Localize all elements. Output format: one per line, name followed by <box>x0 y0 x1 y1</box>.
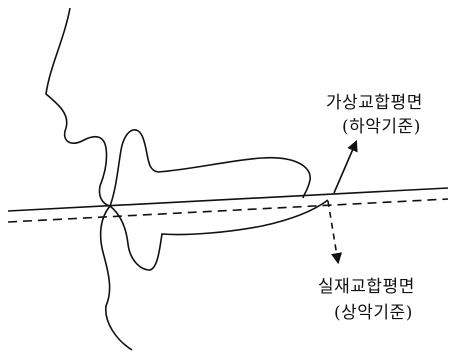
upper-jaw-outline <box>110 130 310 206</box>
virtual-plane-arrow <box>334 142 356 193</box>
virtual-occlusal-plane-line <box>8 188 448 211</box>
actual-occlusal-plane-line <box>8 199 448 222</box>
virtual-basis-label: (하악기준) <box>342 117 421 137</box>
face-profile-upper <box>46 8 110 206</box>
actual-plane-arrow <box>328 201 338 262</box>
actual-basis-label: (상악기준) <box>334 303 413 323</box>
virtual-plane-label: 가상교합평면 <box>326 93 423 113</box>
lower-jaw-outline <box>101 206 132 350</box>
actual-plane-label: 실재교합평면 <box>318 277 415 297</box>
